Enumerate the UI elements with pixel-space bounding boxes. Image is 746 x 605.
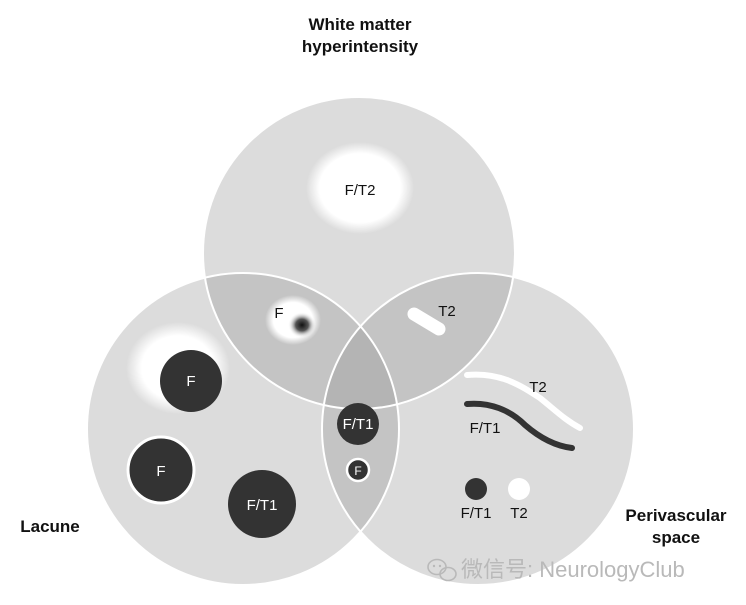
wmh-lacune-label: F (274, 305, 283, 322)
title-wmh-line2: hyperintensity (302, 37, 419, 56)
lacune-ft1-label: F/T1 (247, 497, 278, 514)
watermark: 微信号: NeurologyClub (428, 557, 685, 582)
pvs-ft1-line-label: F/T1 (470, 420, 501, 437)
pvs-dot-ft1-label: F/T1 (461, 505, 492, 522)
center-small-f-label: F (354, 464, 361, 478)
lacune-f2-label: F (156, 463, 165, 480)
wmh-pvs-label: T2 (438, 303, 456, 320)
title-wmh-line1: White matter (309, 15, 412, 34)
wmh-center-label: F/T2 (345, 182, 376, 199)
lacune-f1-label: F (186, 373, 195, 390)
pvs-t2-line-label: T2 (529, 379, 547, 396)
title-lacune: Lacune (20, 517, 80, 536)
title-pvs-line1: Perivascular (625, 506, 727, 525)
title-pvs-line2: space (652, 528, 700, 547)
pvs-white-dot (508, 478, 530, 500)
wmh-lacune-dark-spot (288, 312, 316, 338)
center-ft1-label: F/T1 (343, 416, 374, 433)
pvs-dark-dot (465, 478, 487, 500)
watermark-text: 微信号: NeurologyClub (461, 557, 685, 582)
pvs-dot-t2-label: T2 (510, 505, 528, 522)
